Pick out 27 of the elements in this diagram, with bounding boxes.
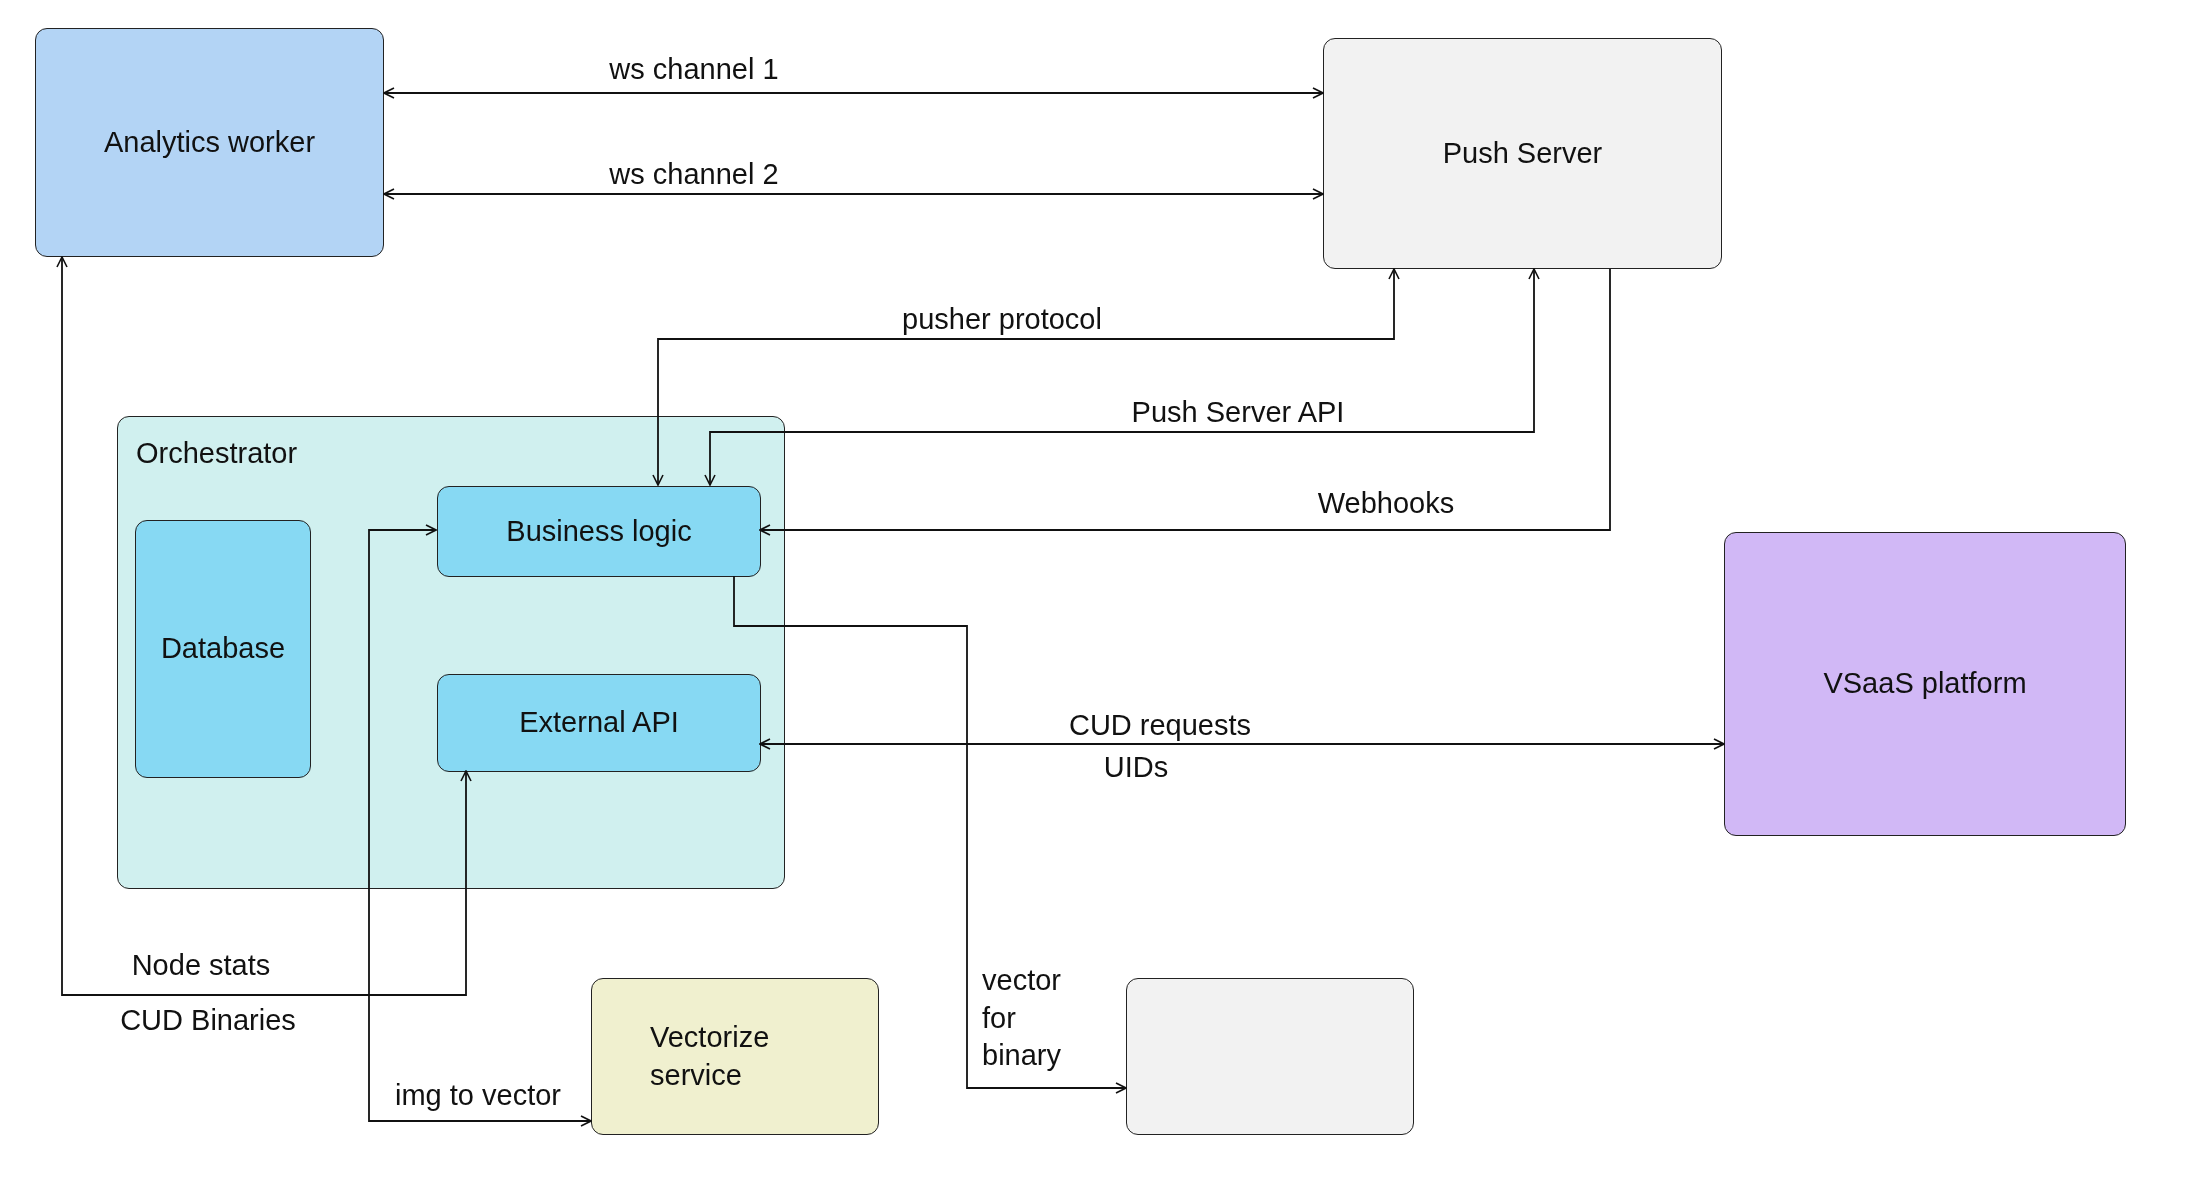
empty-box [1126,978,1414,1135]
node-label: Analytics worker [103,124,316,160]
node-label: Business logic [506,513,692,549]
platform-box [1724,532,2126,836]
node-label: Push Server [1442,135,1603,171]
component-box [437,486,761,577]
node-label: VSaaS platform [1823,666,2027,702]
server-box [1323,38,1722,269]
arrow [759,268,1611,536]
arrow [652,268,1400,486]
worker-box [35,28,384,257]
edge-label: vector for binary [981,963,1062,1074]
arrow [368,524,592,1127]
group-title: Orchestrator [136,436,298,471]
node-label: External API [519,705,679,741]
service-box [591,978,879,1135]
node-label: Database [160,631,286,667]
database-box [135,520,311,778]
arrow [759,738,1725,750]
group-panel [117,416,785,889]
node-label: Vectorize service [650,1019,771,1093]
arrow [383,87,1324,99]
arrow [704,268,1540,486]
arrow [56,256,472,996]
component-box [437,674,761,772]
arrow [733,575,1127,1094]
arrow [383,188,1324,200]
